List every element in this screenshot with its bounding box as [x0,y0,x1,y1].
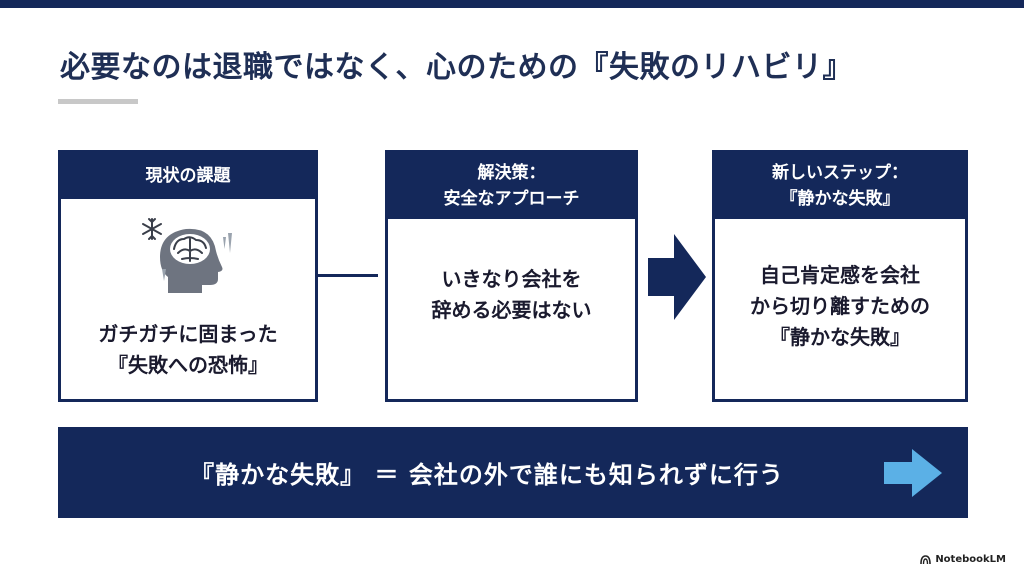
card-solution: 解決策： 安全なアプローチ いきなり会社を 辞める必要はない [385,150,638,402]
card-body: ガチガチに固まった 『失敗への恐怖』 [61,199,315,399]
watermark-text: NotebookLM [935,554,1006,565]
card-body-line: 自己肯定感を会社 [760,262,920,287]
card-header-line: 安全なアプローチ [443,189,580,209]
card-body-line: いきなり会社を [441,267,582,291]
card-body-line: 辞める必要はない [431,298,592,322]
card-current-issue: 現状の課題 [58,150,318,402]
card-header: 新しいステップ： 『静かな失敗』 [715,153,965,219]
card-header: 現状の課題 [61,153,315,199]
card-new-step: 新しいステップ： 『静かな失敗』 自己肯定感を会社 から切り離すための 『静かな… [712,150,968,402]
card-header-line: 解決策： [477,163,546,183]
card-header-line: 『静かな失敗』 [780,189,900,209]
card-body-line: 『失敗への恐怖』 [107,353,268,377]
card-body-line: ガチガチに固まった [98,322,278,346]
card-body: 自己肯定感を会社 から切り離すための 『静かな失敗』 [715,219,965,399]
bottom-banner: 『静かな失敗』 ＝ 会社の外で誰にも知られずに行う [58,427,968,518]
block-arrow-icon [648,234,706,320]
card-body-line: 『静かな失敗』 [770,324,910,349]
card-body: いきなり会社を 辞める必要はない [388,219,635,399]
card-header: 解決策： 安全なアプローチ [388,153,635,219]
right-arrow-icon [884,449,942,497]
notebooklm-watermark: NotebookLM [920,554,1006,565]
card-header-line: 新しいステップ： [772,163,908,183]
slide-title: 必要なのは退職ではなく、心のための『失敗のリハビリ』 [60,50,853,85]
banner-text: 『静かな失敗』 ＝ 会社の外で誰にも知られずに行う [190,461,784,489]
notebooklm-logo-icon [920,555,932,564]
card-body-line: から切り離すための [750,293,930,318]
top-accent-bar [0,0,1024,8]
title-underline [58,99,138,104]
connector-line [318,274,378,277]
frozen-brain-head-icon [138,213,238,303]
card-header-line: 現状の課題 [145,166,231,186]
